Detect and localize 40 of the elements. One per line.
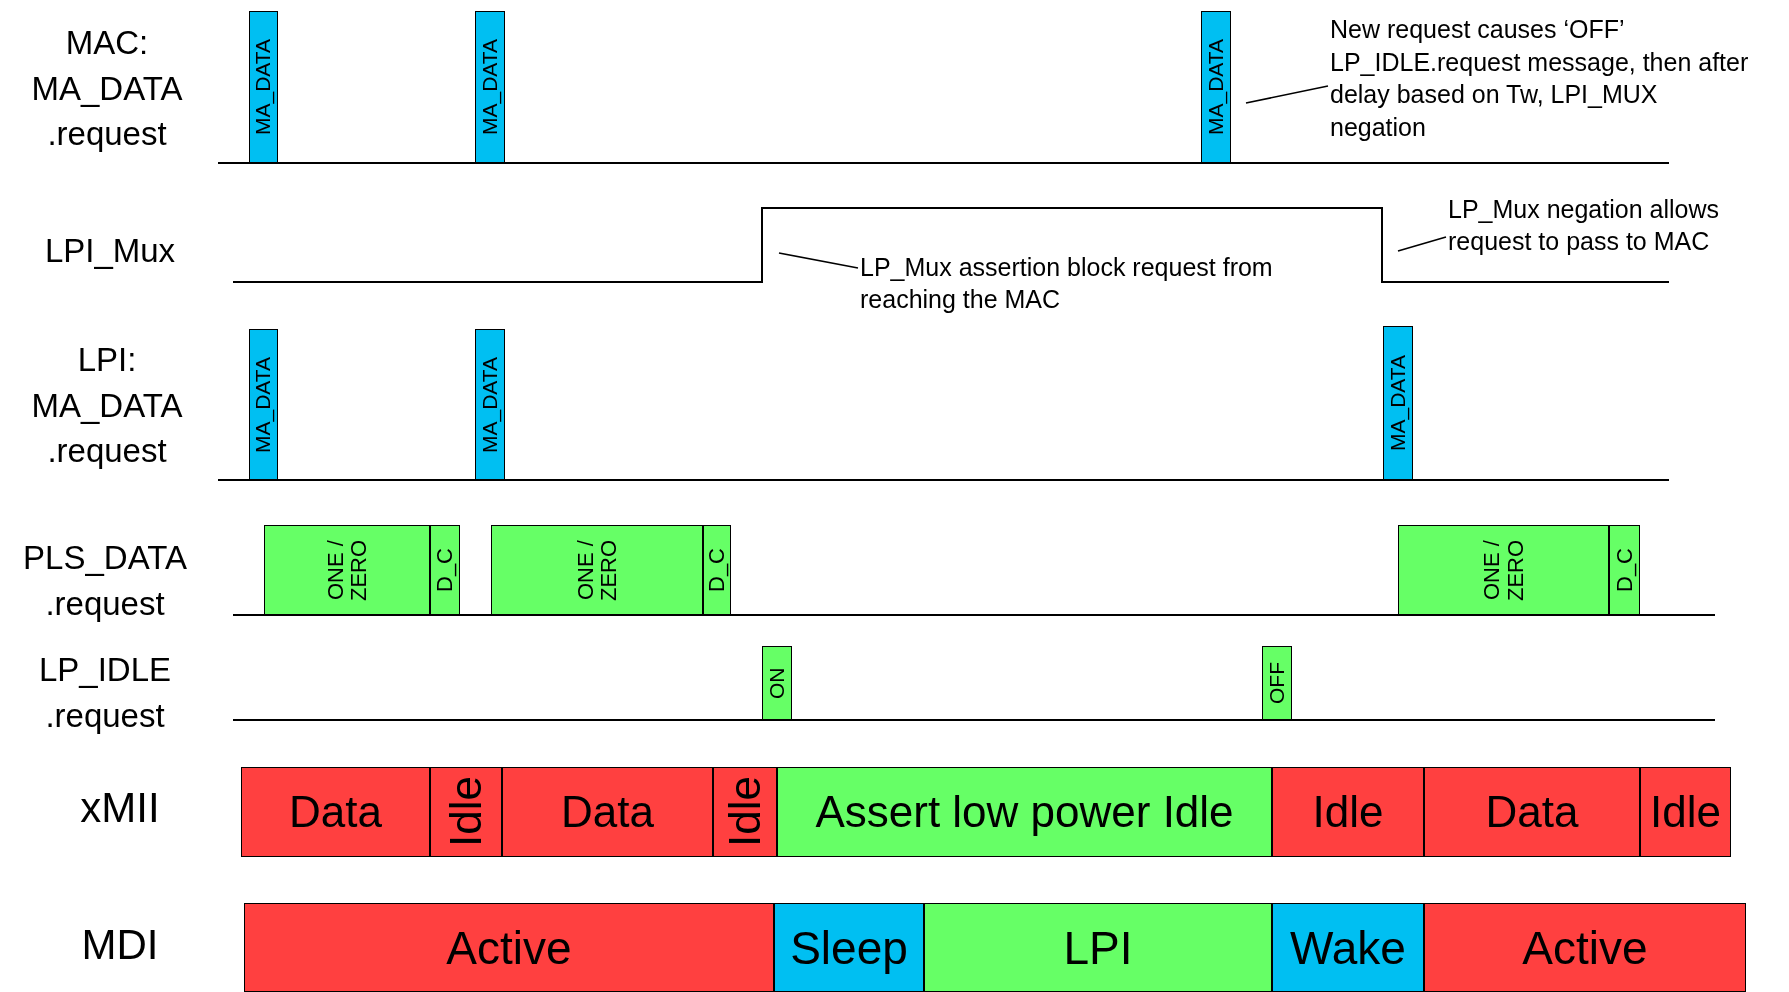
signal-name: LP_IDLE .request [37,650,173,736]
signal-pulse: MA_DATA [475,329,505,480]
state-segment: Data [502,767,713,857]
state-segment: Idle [1640,767,1731,857]
signal-pulse: ONE / ZERO [491,525,703,615]
signal-name: LPI: MA_DATA .request [30,339,184,471]
signal-pulse: OFF [1262,646,1292,720]
signal-name: xMII [80,783,160,833]
signal-pulse: MA_DATA [1383,326,1413,480]
signal-pulse: MA_DATA [249,329,278,480]
state-segment: Assert low power Idle [777,767,1272,857]
signal-name: LPI_Mux [44,231,176,272]
state-segment: LPI [924,903,1272,992]
leader-line [1397,236,1447,252]
state-segment: Idle [430,767,502,857]
signal-pulse: ONE / ZERO [264,525,430,615]
signal-pulse: D_C [1609,525,1640,615]
leader-line [778,252,859,269]
leader-line [1245,85,1329,104]
signal-pulse: MA_DATA [475,11,505,163]
state-segment: Data [241,767,430,857]
signal-pulse: MA_DATA [1201,11,1231,163]
annotation-text: LP_Mux negation allows request to pass to MAC [1448,190,1785,260]
state-segment: Sleep [774,903,924,992]
signal-pulse: D_C [430,525,460,615]
signal-name: PLS_DATA .request [22,538,188,624]
state-segment: Data [1424,767,1640,857]
annotation-text: LP_Mux assertion block request from reaching the MAC [860,246,1290,320]
signal-pulse: D_C [703,525,731,615]
state-segment: Idle [713,767,777,857]
annotation-text: New request causes ‘OFF’ LP_IDLE.request message, then after delay based on Tw, LPI_MUX negation [1330,6,1760,150]
signal-pulse: MA_DATA [249,11,278,163]
state-segment: Idle [1272,767,1424,857]
signal-pulse: ON [762,646,792,720]
signal-name: MDI [81,920,159,970]
state-segment: Wake [1272,903,1424,992]
signal-pulse: ONE / ZERO [1398,525,1609,615]
signal-name: MAC: MA_DATA .request [30,22,184,154]
state-segment: Active [1424,903,1746,992]
state-segment: Active [244,903,774,992]
